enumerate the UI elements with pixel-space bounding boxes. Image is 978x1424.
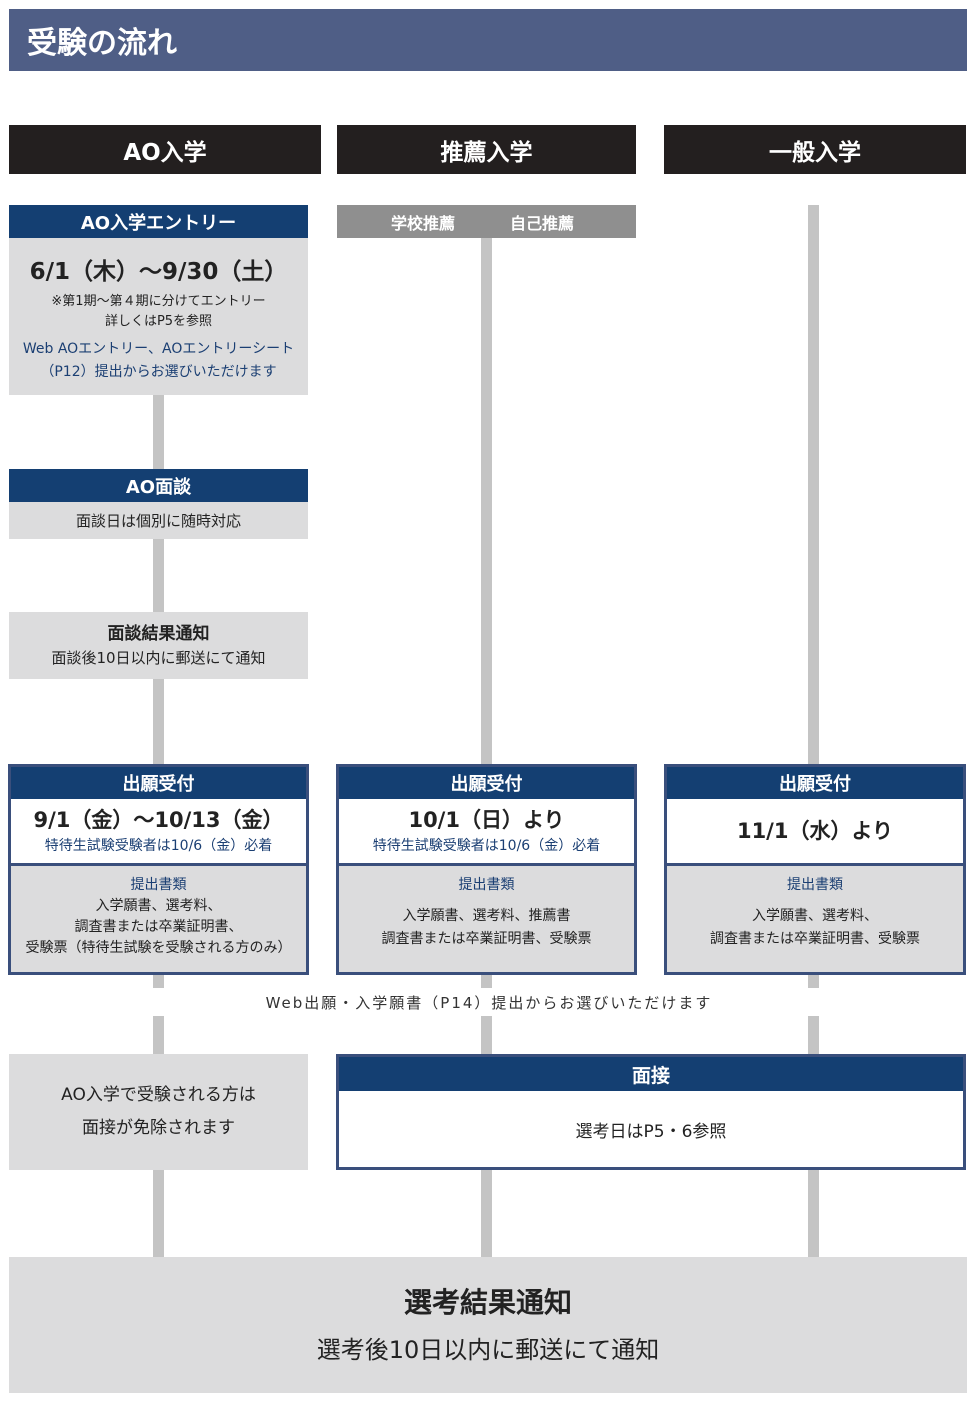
- docs-line-2-ao: 調査書または卒業証明書、: [74, 919, 243, 935]
- school-suisen-label: 学校推薦: [391, 213, 456, 233]
- application-title-ippan: 出願受付: [667, 767, 963, 799]
- application-date-ao: 9/1（金）～10/13（金）: [33, 808, 284, 832]
- ao-interview-title: AO面談: [9, 469, 308, 502]
- self-suisen-label: 自己推薦: [510, 213, 575, 233]
- application-box-ao: 出願受付 9/1（金）～10/13（金） 特待生試験受験者は10/6（金）必着 …: [8, 764, 309, 975]
- interview-result-text: 面談後10日以内に郵送にて通知: [51, 648, 266, 667]
- application-date-ippan: 11/1（水）より: [736, 819, 894, 843]
- flow-line-ippan: [808, 205, 819, 1257]
- application-title-suisen: 出願受付: [339, 767, 634, 799]
- application-title-ao: 出願受付: [11, 767, 306, 799]
- ao-entry-title: AO入学エントリー: [9, 205, 308, 238]
- ao-entry-note-1: ※第1期～第４期に分けてエントリー: [51, 293, 266, 309]
- application-box-suisen: 出願受付 10/1（日）より 特待生試験受験者は10/6（金）必着 提出書類 入…: [336, 764, 637, 975]
- ao-exempt-box: AO入学で受験される方は 面接が免除されます: [9, 1054, 308, 1170]
- suisen-type-bar: 学校推薦 自己推薦: [337, 205, 636, 238]
- final-result-box: 選考結果通知 選考後10日以内に郵送にて通知: [9, 1257, 967, 1393]
- docs-line-1-suisen: 入学願書、選考料、推薦書: [402, 908, 571, 924]
- docs-line-2-ippan: 調査書または卒業証明書、受験票: [710, 931, 920, 947]
- docs-line-1-ippan: 入学願書、選考料、: [752, 908, 878, 924]
- interview-result-box: 面談結果通知 面談後10日以内に郵送にて通知: [9, 612, 308, 679]
- ao-exempt-line-1: AO入学で受験される方は: [61, 1085, 256, 1105]
- application-box-ippan: 出願受付 11/1（水）より 提出書類 入学願書、選考料、 調査書または卒業証明…: [664, 764, 966, 975]
- mensetsu-text: 選考日はP5・6参照: [575, 1121, 727, 1142]
- flow-line-suisen: [481, 237, 492, 1257]
- ao-entry-period: 6/1（木）～9/30（土）: [29, 258, 288, 285]
- final-result-text: 選考後10日以内に郵送にて通知: [316, 1336, 660, 1364]
- column-header-ippan: 一般入学: [664, 125, 966, 174]
- ao-entry-web-2: （P12）提出からお選びいただけます: [40, 363, 277, 380]
- application-note-ao: 特待生試験受験者は10/6（金）必着: [44, 838, 273, 854]
- mensetsu-box: 面接 選考日はP5・6参照: [336, 1054, 966, 1170]
- mensetsu-title: 面接: [339, 1057, 963, 1091]
- docs-title-ippan: 提出書類: [787, 877, 843, 893]
- docs-line-2-suisen: 調査書または卒業証明書、受験票: [381, 931, 592, 947]
- ao-exempt-line-2: 面接が免除されます: [82, 1118, 235, 1138]
- ao-interview-text: 面談日は個別に随時対応: [9, 502, 308, 539]
- ao-entry-box: 6/1（木）～9/30（土） ※第1期～第４期に分けてエントリー 詳しくはP5を…: [9, 238, 308, 395]
- column-header-suisen: 推薦入学: [337, 125, 636, 174]
- ao-entry-note-2: 詳しくはP5を参照: [104, 313, 213, 329]
- application-date-suisen: 10/1（日）より: [408, 808, 565, 832]
- docs-line-1-ao: 入学願書、選考料、: [95, 898, 222, 914]
- web-application-note: Web出願・入学願書（P14）提出からお選びいただけます: [150, 988, 828, 1016]
- docs-title-ao: 提出書類: [130, 877, 187, 893]
- interview-result-title: 面談結果通知: [107, 623, 210, 644]
- ao-entry-web-1: Web AOエントリー、AOエントリーシート: [22, 340, 295, 357]
- column-header-ao: AO入学: [9, 125, 321, 174]
- final-result-title: 選考結果通知: [403, 1286, 572, 1319]
- page-title: 受験の流れ: [9, 9, 967, 71]
- application-note-suisen: 特待生試験受験者は10/6（金）必着: [372, 838, 601, 854]
- docs-line-3-ao: 受験票（特待生試験を受験される方のみ）: [25, 940, 292, 956]
- docs-title-suisen: 提出書類: [458, 877, 515, 893]
